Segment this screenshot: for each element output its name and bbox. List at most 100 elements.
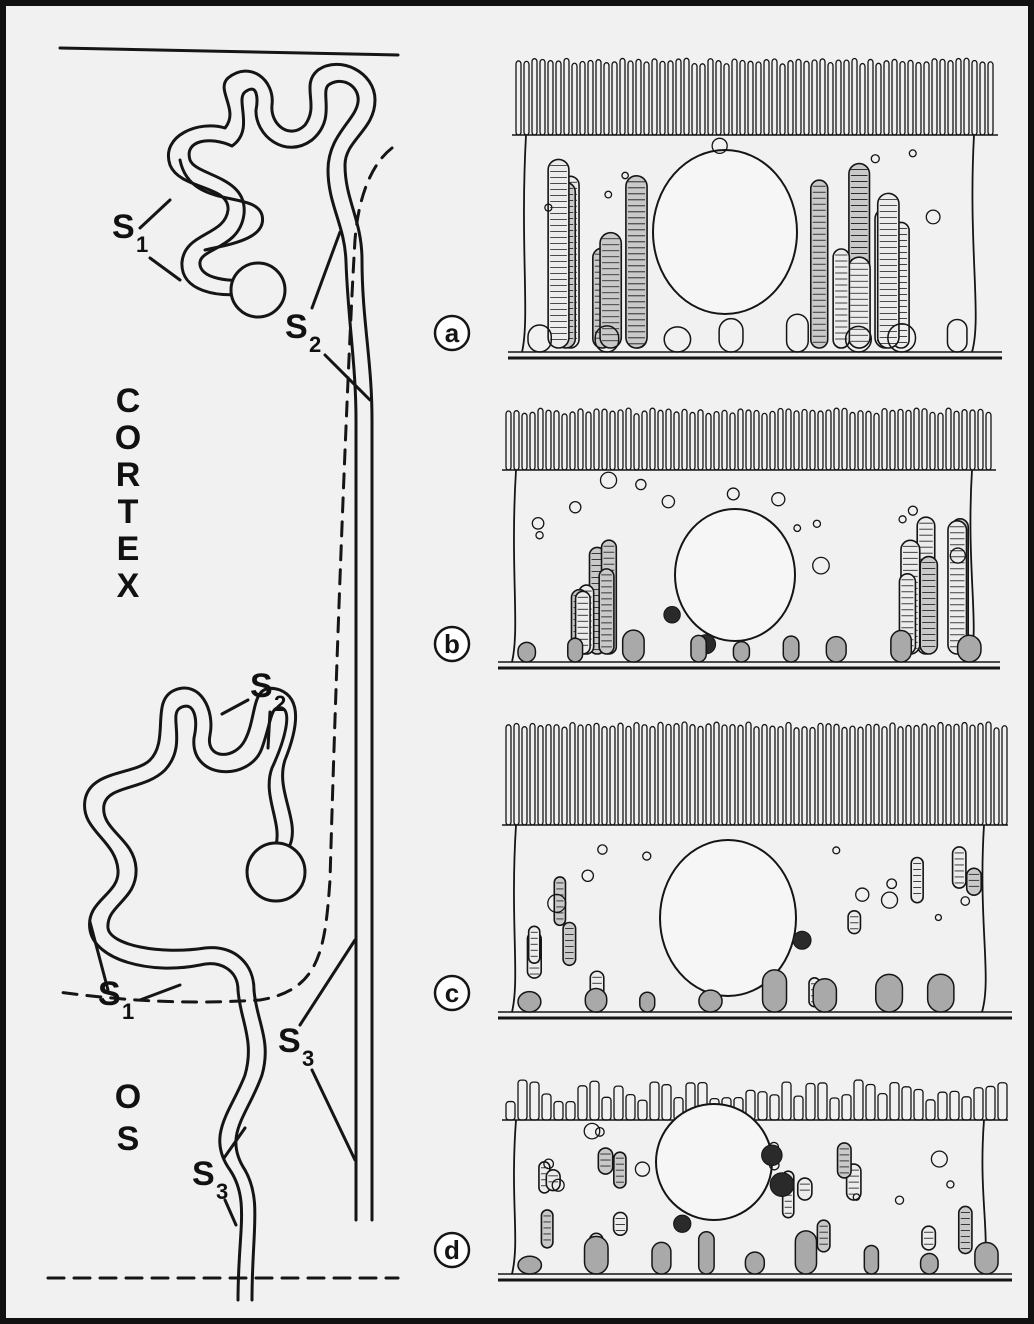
microvillus xyxy=(908,60,913,135)
vesicle xyxy=(584,1123,599,1138)
microvillus xyxy=(762,725,767,825)
microvillus xyxy=(518,1080,527,1120)
microvillus xyxy=(706,413,711,470)
microvillus xyxy=(830,1098,839,1120)
microvillus xyxy=(874,413,879,470)
microvillus xyxy=(730,725,735,825)
mitochondrion xyxy=(817,1220,830,1252)
mitochondrion xyxy=(614,1212,627,1235)
nephron-schematic xyxy=(48,48,398,1300)
bottom-s3-pointer-a xyxy=(224,1128,245,1158)
microvillus xyxy=(538,408,543,470)
microvillus xyxy=(980,62,985,135)
microvillus xyxy=(926,1100,935,1120)
vesicle xyxy=(598,845,607,854)
cortex-letter: O xyxy=(115,419,141,457)
microvillus xyxy=(902,1087,911,1120)
microvillus xyxy=(660,61,665,135)
bottom-s1-pointer-b xyxy=(140,985,180,1000)
microvillus xyxy=(580,62,585,135)
microvillus xyxy=(762,413,767,470)
vesicle xyxy=(570,502,581,513)
microvillus xyxy=(940,59,945,135)
microvillus xyxy=(794,411,799,470)
microvillus xyxy=(938,1092,947,1120)
basal-process xyxy=(719,319,743,352)
microvillus xyxy=(758,1092,767,1120)
microvillus xyxy=(946,408,951,470)
vesicle xyxy=(926,210,940,224)
vesicle xyxy=(636,479,646,489)
microvillus xyxy=(890,410,895,470)
microvillus xyxy=(860,64,865,135)
microvillus xyxy=(578,725,583,825)
cortex-letter: E xyxy=(117,530,140,568)
lysosome xyxy=(674,1215,691,1232)
mitochondrion xyxy=(959,1206,972,1253)
microvillus xyxy=(756,62,761,135)
vesicle xyxy=(813,520,820,527)
microvillus xyxy=(764,60,769,135)
segment-label-right-s3: S 3 xyxy=(278,1022,314,1071)
microvillus xyxy=(556,61,561,135)
microvillus xyxy=(930,412,935,470)
mitochondrion xyxy=(911,857,923,902)
microvillus xyxy=(732,59,737,135)
top-s1-pointer-a xyxy=(140,200,170,228)
microvillus xyxy=(614,1086,623,1120)
microvillus xyxy=(674,724,679,825)
basal-process xyxy=(795,1231,816,1274)
microvillus xyxy=(602,727,607,825)
lateral-cell-membrane xyxy=(522,135,526,352)
microvillus xyxy=(658,410,663,470)
microvillus xyxy=(596,60,601,135)
segment-label-bottom-s1: S 1 xyxy=(98,975,134,1024)
cell-panel-b: b xyxy=(435,408,1000,668)
medullary-ray-boundary xyxy=(58,148,392,1002)
cell-panel-c: c xyxy=(435,722,1012,1018)
microvillus xyxy=(636,59,641,135)
microvillus xyxy=(914,726,919,825)
microvillus xyxy=(806,1084,815,1120)
lysosome xyxy=(793,931,811,949)
microvillus xyxy=(530,412,535,470)
panel-label: d xyxy=(444,1235,460,1265)
microvillus xyxy=(674,412,679,470)
mitochondrion xyxy=(920,557,937,654)
region-label-os: O S xyxy=(115,1078,141,1158)
microvillus xyxy=(722,725,727,825)
microvillus xyxy=(882,727,887,825)
basal-process xyxy=(699,990,722,1012)
microvillus xyxy=(638,1100,647,1120)
vesicle xyxy=(813,557,829,573)
microvillus xyxy=(714,412,719,470)
basal-process xyxy=(745,1252,764,1274)
microvillus xyxy=(698,410,703,470)
microvillus xyxy=(530,1082,539,1120)
microvillus xyxy=(542,1094,551,1120)
microvillus xyxy=(974,1088,983,1120)
microvillus xyxy=(938,723,943,825)
microvillus xyxy=(618,723,623,825)
microvillus xyxy=(890,1083,899,1120)
mitochondrion xyxy=(848,257,870,348)
vesicle xyxy=(935,914,941,920)
vesicle xyxy=(887,879,897,889)
top-s2-pointer-a xyxy=(312,232,340,308)
microvillus xyxy=(618,410,623,470)
lateral-cell-membrane xyxy=(512,470,516,662)
microvillus xyxy=(818,723,823,825)
microvillus xyxy=(562,414,567,470)
basal-process xyxy=(975,1242,998,1274)
microvillus xyxy=(570,412,575,470)
microvillus xyxy=(780,64,785,135)
microvillus xyxy=(770,411,775,470)
lower-tubule-coil xyxy=(85,688,296,990)
lateral-cell-membrane xyxy=(512,1120,516,1274)
microvillus xyxy=(554,411,559,470)
microvillus xyxy=(954,411,959,470)
vesicle xyxy=(635,1162,649,1176)
microvillus xyxy=(652,59,657,135)
microvillus xyxy=(874,724,879,825)
microvillus xyxy=(782,1082,791,1120)
